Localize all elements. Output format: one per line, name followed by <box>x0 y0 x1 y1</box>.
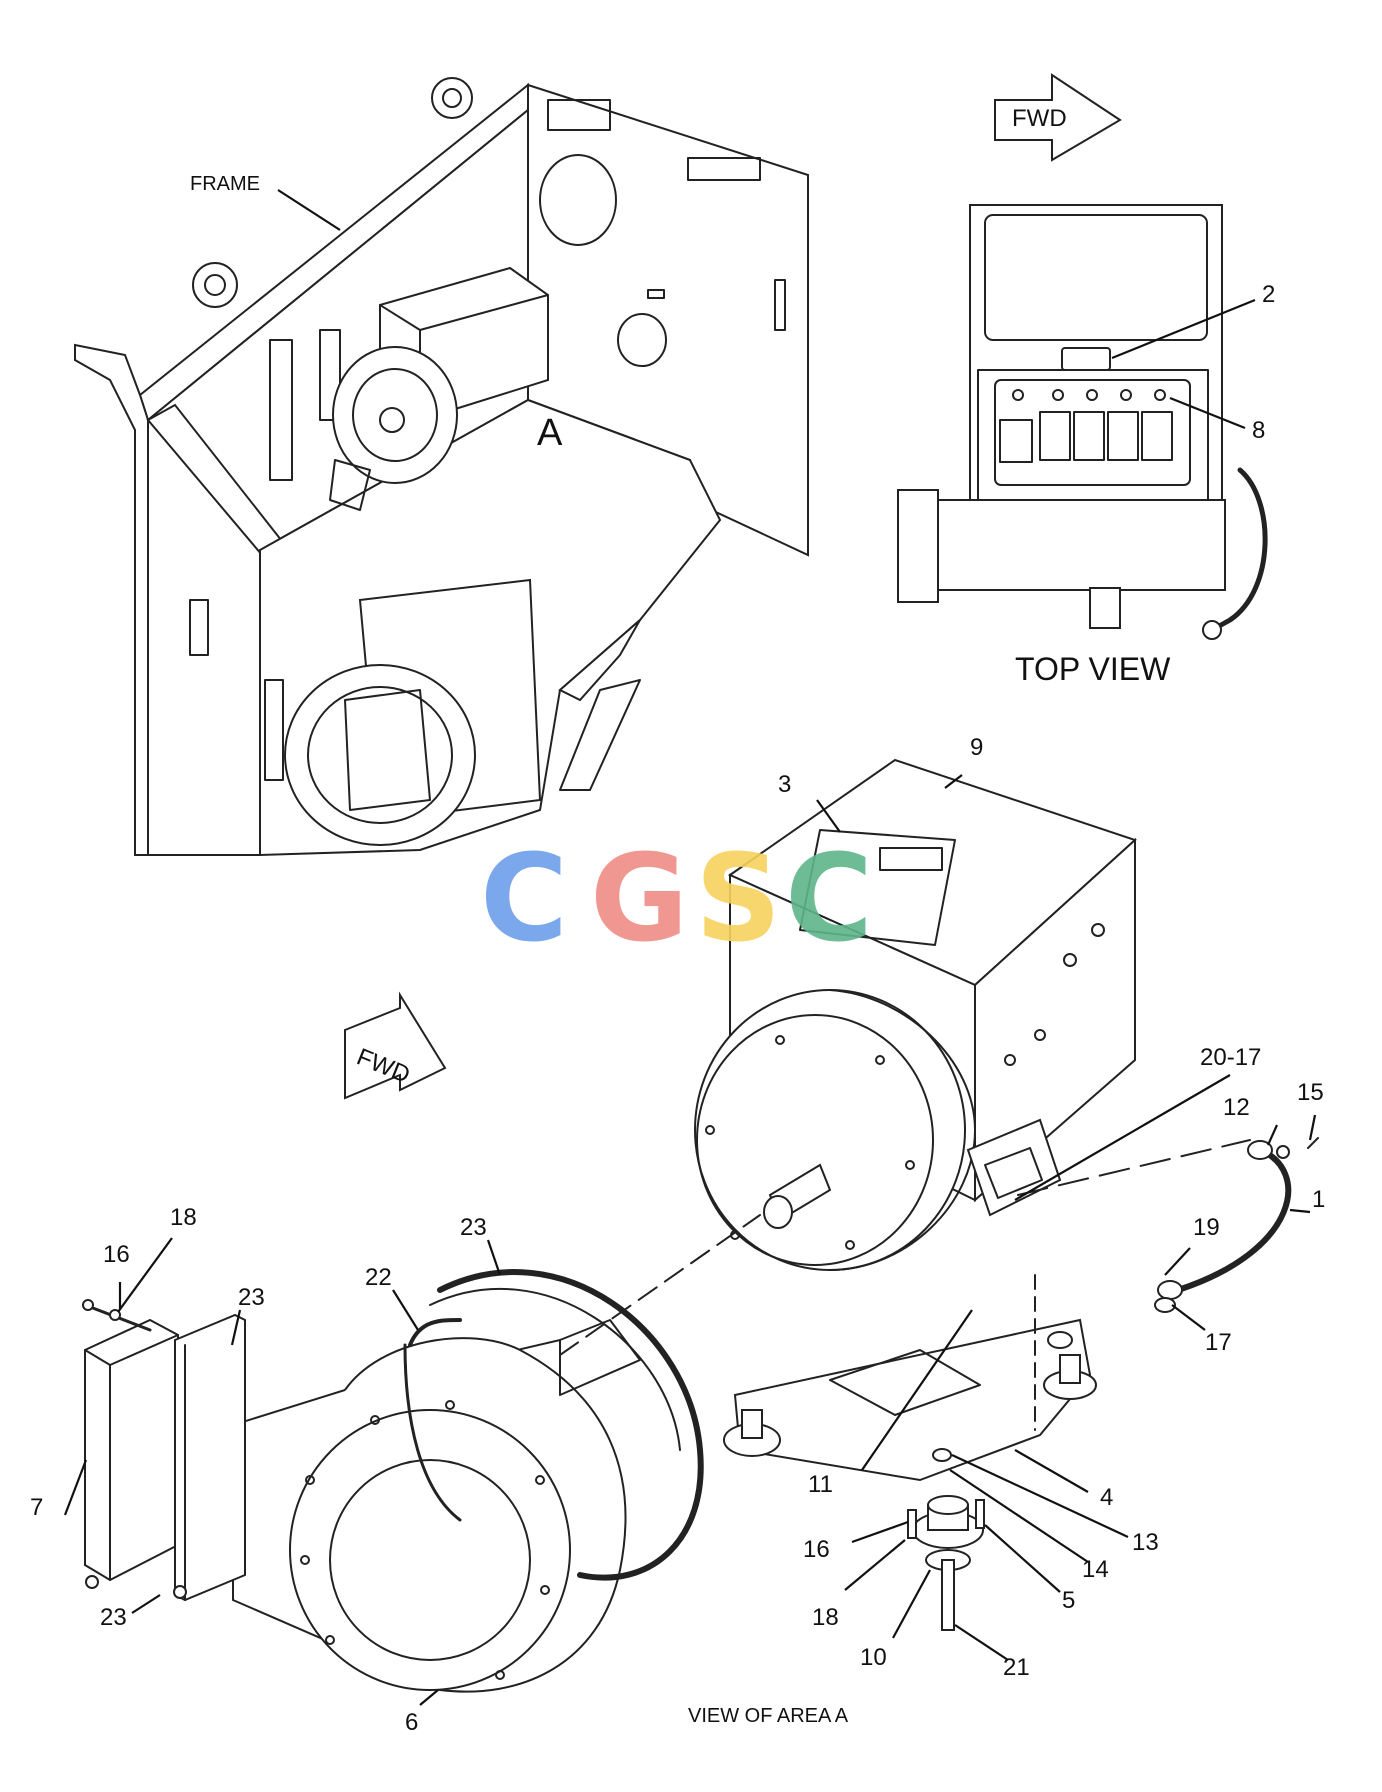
callout-23a: 23 <box>460 1214 487 1241</box>
callout-13: 13 <box>1132 1529 1159 1556</box>
watermark-letter-s: S <box>695 830 781 969</box>
callout-23b: 23 <box>238 1284 265 1311</box>
watermark-letter-g: G <box>590 830 689 969</box>
generator-assembly <box>559 758 1251 1631</box>
callout-18a: 18 <box>170 1204 197 1231</box>
callout-19: 19 <box>1193 1214 1220 1241</box>
fwd-arrow-main <box>344 991 447 1100</box>
top-view-caption: TOP VIEW <box>1015 651 1171 687</box>
blower-housing <box>232 1269 704 1693</box>
adapter-plate <box>82 1299 246 1602</box>
top-view-drawing: FWD TOP VIEW <box>897 73 1268 687</box>
watermark-letter-c1: C <box>480 830 568 969</box>
fwd-arrow-top-label: FWD <box>1012 105 1067 132</box>
watermark-logo: C G S C <box>480 830 873 969</box>
callout-21: 21 <box>1003 1654 1030 1681</box>
callout-leaders <box>63 774 1317 1706</box>
callout-23c: 23 <box>100 1604 127 1631</box>
ground-cable <box>1154 1137 1319 1313</box>
callout-1: 1 <box>1312 1186 1325 1213</box>
callout-6: 6 <box>405 1709 418 1736</box>
callout-20: 20-17 <box>1200 1044 1261 1071</box>
callout-12: 12 <box>1223 1094 1250 1121</box>
fwd-arrow-top <box>994 73 1122 162</box>
callout-15: 15 <box>1297 1079 1324 1106</box>
frame-label: FRAME <box>190 173 260 195</box>
callout-2: 2 <box>1262 281 1275 308</box>
callout-5: 5 <box>1062 1587 1075 1614</box>
callout-4: 4 <box>1100 1484 1113 1511</box>
callout-22: 22 <box>365 1264 392 1291</box>
callout-18b: 18 <box>812 1604 839 1631</box>
area-a-marker: A <box>537 412 563 454</box>
callout-14: 14 <box>1082 1556 1109 1583</box>
callout-7: 7 <box>30 1494 43 1521</box>
callout-11: 11 <box>808 1471 833 1498</box>
callout-16b: 16 <box>803 1536 830 1563</box>
watermark-letter-c2: C <box>785 830 873 969</box>
frame-assembly: A <box>74 77 809 857</box>
callout-8: 8 <box>1252 417 1265 444</box>
callout-3: 3 <box>778 771 791 798</box>
callout-9: 9 <box>970 734 983 761</box>
callout-16a: 16 <box>103 1241 130 1268</box>
callout-17: 17 <box>1205 1329 1232 1356</box>
callout-10: 10 <box>860 1644 887 1671</box>
view-of-area-caption: VIEW OF AREA A <box>688 1705 849 1727</box>
